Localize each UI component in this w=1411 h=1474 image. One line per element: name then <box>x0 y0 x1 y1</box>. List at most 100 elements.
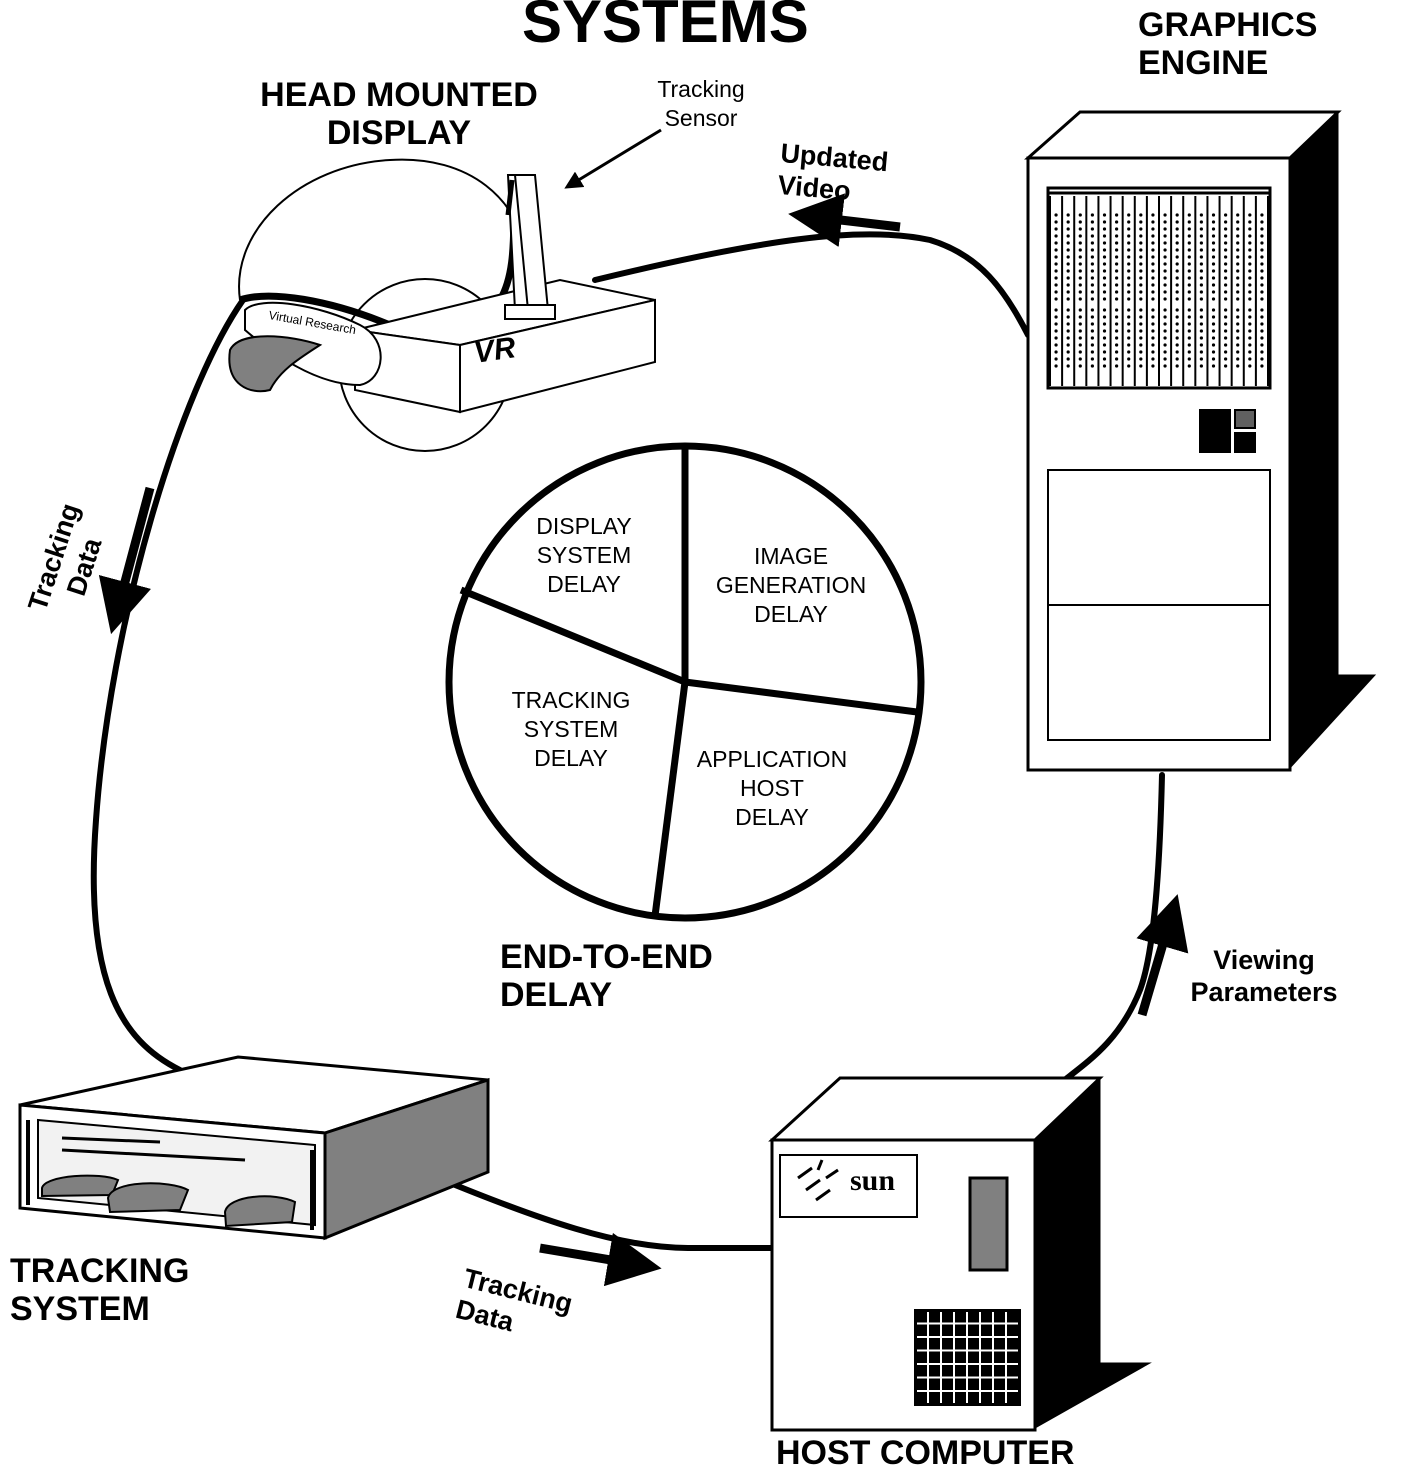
engine-slot-dot <box>1151 220 1154 223</box>
pie-label-3-line2: SYSTEM <box>494 715 648 744</box>
hmd-label-line2: DISPLAY <box>244 114 554 152</box>
engine-slot-dot <box>1248 357 1251 360</box>
engine-slot-dot <box>1079 276 1082 279</box>
engine-slot-dot <box>1151 269 1154 272</box>
engine-slot-dot <box>1248 262 1251 265</box>
pie-label-3-line1: TRACKING <box>494 686 648 715</box>
engine-slot-dot <box>1236 343 1239 346</box>
engine-slot-dot <box>1079 329 1082 332</box>
engine-slot-dot <box>1103 322 1106 325</box>
engine-slot-dot <box>1224 255 1227 258</box>
engine-slot-dot <box>1139 262 1142 265</box>
engine-slot-dot <box>1079 297 1082 300</box>
engine-slot-dot <box>1188 364 1191 367</box>
engine-drive-bay-lower <box>1048 605 1270 740</box>
engine-slot-dot <box>1212 276 1215 279</box>
engine-slot-dot <box>1248 248 1251 251</box>
engine-slot-dot <box>1091 248 1094 251</box>
engine-slot-dot <box>1115 283 1118 286</box>
cable-tracking-system-to-host <box>438 1178 772 1248</box>
pie-label-2-line1: APPLICATION <box>680 745 864 774</box>
engine-slot-dot <box>1260 241 1263 244</box>
engine-slot-dot <box>1091 357 1094 360</box>
engine-slot-dot <box>1139 241 1142 244</box>
engine-slot-dot <box>1115 269 1118 272</box>
engine-slot-dot <box>1054 213 1057 216</box>
engine-slot-dot <box>1176 315 1179 318</box>
arrow-updated-video <box>815 217 900 227</box>
engine-slot-dot <box>1236 241 1239 244</box>
engine-slot-dot <box>1248 336 1251 339</box>
engine-slot-dot <box>1236 255 1239 258</box>
engine-slot-dot <box>1115 213 1118 216</box>
engine-slot-dot <box>1103 276 1106 279</box>
engine-slot-dot <box>1151 357 1154 360</box>
graphics-engine-label: GRAPHICS ENGINE <box>1138 6 1317 82</box>
engine-slot-dot <box>1151 262 1154 265</box>
engine-slot-dot <box>1176 248 1179 251</box>
engine-slot-dot <box>1212 297 1215 300</box>
engine-slot-dot <box>1224 322 1227 325</box>
engine-slot-dot <box>1079 290 1082 293</box>
engine-slot-dot <box>1163 276 1166 279</box>
engine-slot-dot <box>1103 213 1106 216</box>
engine-slot-dot <box>1139 357 1142 360</box>
engine-slot-dot <box>1091 343 1094 346</box>
engine-slot-dot <box>1115 262 1118 265</box>
engine-slot-dot <box>1103 241 1106 244</box>
engine-slot-dot <box>1127 290 1130 293</box>
tracking-sensor-label: Tracking Sensor <box>646 75 756 133</box>
engine-slot-dot <box>1224 336 1227 339</box>
cable-graphics-engine-to-host <box>1062 775 1162 1082</box>
engine-slot-dot <box>1054 255 1057 258</box>
engine-slot-dot <box>1248 350 1251 353</box>
engine-slot-dot <box>1176 234 1179 237</box>
engine-slot-dot <box>1151 315 1154 318</box>
engine-slot-dot <box>1188 220 1191 223</box>
engine-slot-dot <box>1163 283 1166 286</box>
engine-slot-dot <box>1176 336 1179 339</box>
engine-slot-dot <box>1188 357 1191 360</box>
engine-slot-dot <box>1079 357 1082 360</box>
engine-slot-dot <box>1127 357 1130 360</box>
engine-slot-dot <box>1260 269 1263 272</box>
engine-slot-dot <box>1054 227 1057 230</box>
engine-slot-dot <box>1091 234 1094 237</box>
engine-slot-dot <box>1139 350 1142 353</box>
engine-slot-dot <box>1224 276 1227 279</box>
engine-slot-dot <box>1260 220 1263 223</box>
engine-slot-dot <box>1067 350 1070 353</box>
engine-slot-dot <box>1079 322 1082 325</box>
engine-slot-dot <box>1224 262 1227 265</box>
engine-slot-dot <box>1054 329 1057 332</box>
engine-slot-dot <box>1236 276 1239 279</box>
engine-slot-dot <box>1236 262 1239 265</box>
engine-slot-dot <box>1200 322 1203 325</box>
engine-slot-dot <box>1188 297 1191 300</box>
engine-slot-dot <box>1248 269 1251 272</box>
end-to-end-delay-caption: END-TO-END DELAY <box>500 938 713 1014</box>
engine-slot-dot <box>1188 290 1191 293</box>
engine-slot-dot <box>1163 262 1166 265</box>
engine-slot-dot <box>1079 343 1082 346</box>
engine-slot-dot <box>1115 276 1118 279</box>
engine-slot-dot <box>1139 234 1142 237</box>
engine-slot-dot <box>1200 269 1203 272</box>
engine-slot-dot <box>1115 290 1118 293</box>
engine-slot-dot <box>1260 336 1263 339</box>
engine-slot-dot <box>1067 283 1070 286</box>
engine-slot-dot <box>1079 262 1082 265</box>
engine-slot-dot <box>1212 343 1215 346</box>
caption-line2: DELAY <box>500 976 713 1014</box>
engine-slot-dot <box>1151 343 1154 346</box>
engine-slot-dot <box>1091 350 1094 353</box>
engine-slot-dot <box>1103 357 1106 360</box>
viewing-parameters-line1: Viewing <box>1176 944 1352 976</box>
engine-slot-dot <box>1212 213 1215 216</box>
engine-slot-dot <box>1127 329 1130 332</box>
engine-slot-dot <box>1236 220 1239 223</box>
pie-label-1-line2: GENERATION <box>700 571 882 600</box>
graphics-engine-illustration <box>1028 112 1375 770</box>
engine-slot-dot <box>1067 290 1070 293</box>
pie-segment-display-system-delay: DISPLAY SYSTEM DELAY <box>522 512 646 599</box>
